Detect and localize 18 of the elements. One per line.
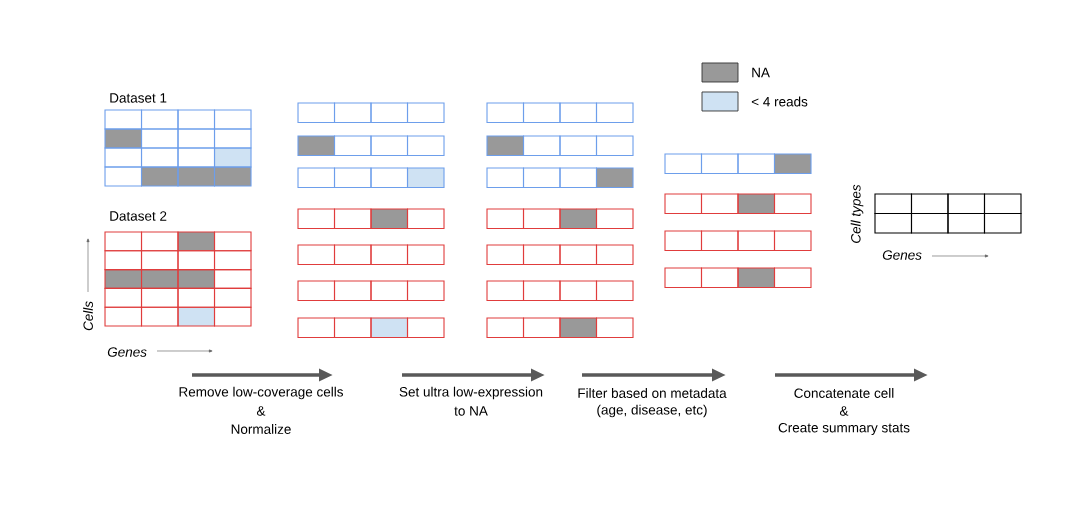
legend-label: < 4 reads bbox=[751, 96, 808, 107]
dataset-title: Dataset 1 bbox=[110, 93, 167, 103]
step-label: Create summary stats bbox=[778, 422, 910, 436]
axis-label: Cell types bbox=[850, 184, 864, 243]
step-label: Set ultra low-expression bbox=[399, 386, 543, 400]
step-label: & bbox=[257, 406, 266, 416]
step-label: Filter based on metadata bbox=[578, 388, 727, 398]
step-label: Normalize bbox=[231, 424, 291, 434]
step-label: to NA bbox=[454, 406, 488, 416]
axis-label: Genes bbox=[107, 347, 147, 357]
step-label: Concatenate cell bbox=[794, 388, 894, 398]
axis-label: Genes bbox=[882, 250, 922, 260]
step-label: Remove low-coverage cells bbox=[179, 386, 343, 400]
step-label: & bbox=[839, 406, 849, 416]
axis-label: Cells bbox=[83, 301, 93, 331]
dataset-title: Dataset 2 bbox=[110, 211, 167, 221]
legend-label: NA bbox=[752, 67, 770, 78]
step-label: (age, disease, etc) bbox=[597, 404, 707, 418]
